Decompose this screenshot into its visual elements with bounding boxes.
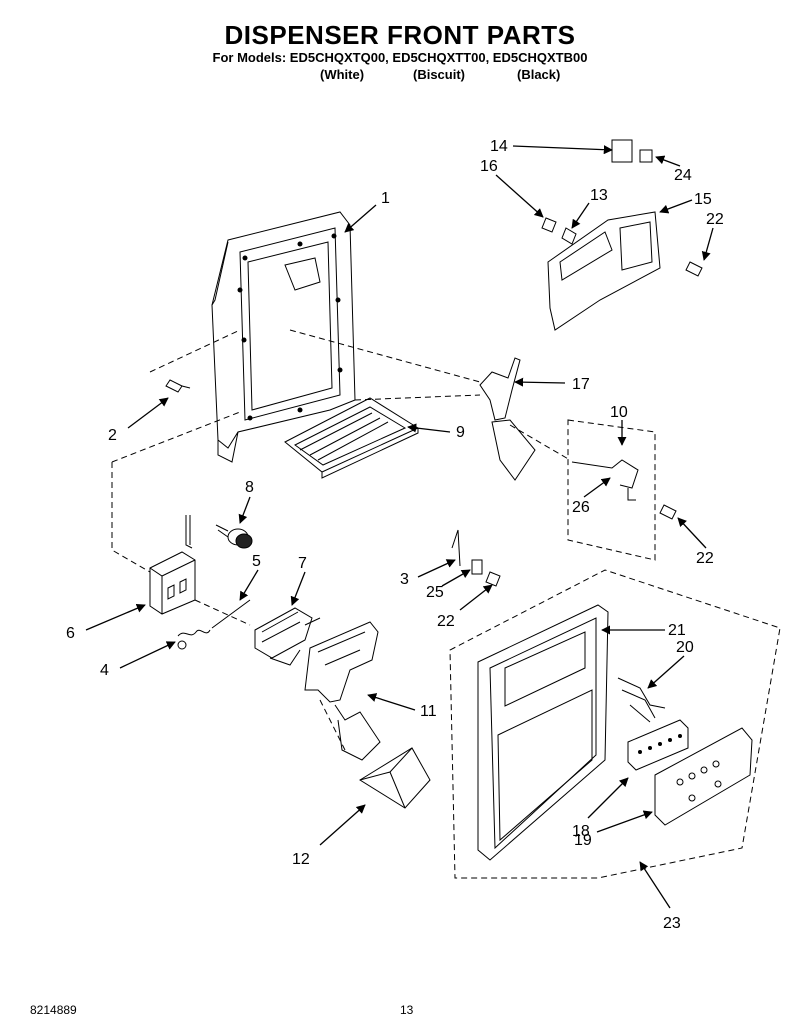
callout-labels: 1 2 3 4 5 6 7 8 9 10 11 12 13 14 15 16 1… [66,138,724,932]
page-number: 13 [400,1003,414,1017]
callout-10: 10 [610,404,628,421]
callout-26: 26 [572,499,590,516]
spring-4-part [177,629,211,637]
dispenser-housing-part [211,211,356,463]
callout-5: 5 [252,553,261,570]
callout-14: 14 [490,138,508,155]
callout-2: 2 [108,427,117,444]
document-number: 8214889 [30,1003,77,1017]
actuator-7-part [254,607,321,666]
callout-1: 1 [381,190,390,207]
callout-3: 3 [400,571,409,588]
callout-20: 20 [676,639,694,656]
callout-17: 17 [572,376,590,393]
callout-8: 8 [245,479,254,496]
page-title: DISPENSER FRONT PARTS [224,20,576,50]
screw-2-part [165,379,191,393]
callout-19: 19 [574,832,592,849]
callout-7: 7 [298,555,307,572]
callout-24: 24 [674,167,692,184]
small-parts-3-25-part [451,504,677,587]
finish-biscuit: (Biscuit) [413,67,465,82]
callout-15: 15 [694,191,712,208]
finish-white: (White) [320,67,365,82]
rod-5-part [211,599,251,629]
callout-18: 18 [572,823,590,840]
callout-4: 4 [100,662,109,679]
solenoid-8-part [215,524,253,549]
ice-arm-11-part [304,621,381,761]
wiring-harness-20-part [617,677,666,723]
callout-22-centre: 22 [437,613,455,630]
switch-bracket-15-part [541,139,703,331]
finish-black: (Black) [517,67,561,82]
overlay-panel-19-part [654,727,753,826]
callout-22-right: 22 [696,550,714,567]
callout-9: 9 [456,424,465,441]
assembly-outlines [111,329,781,879]
callout-11: 11 [420,703,437,720]
callout-23: 23 [663,915,681,932]
module-6-part [149,515,196,615]
callout-25: 25 [426,584,444,601]
callout-21: 21 [668,622,686,639]
callout-13: 13 [590,187,608,204]
callout-22-upper: 22 [706,211,724,228]
model-list: For Models: ED5CHQXTQ00, ED5CHQXTT00, ED… [212,50,588,65]
front-panel-21-part [477,604,609,861]
callout-12: 12 [292,851,310,868]
water-paddle-17-part [479,357,536,481]
ice-cup-12-part [359,747,431,809]
callout-leaders [85,145,714,909]
control-board-18-part [627,719,689,771]
callout-6: 6 [66,625,75,642]
callout-16: 16 [480,158,498,175]
lever-10-part [571,459,639,501]
